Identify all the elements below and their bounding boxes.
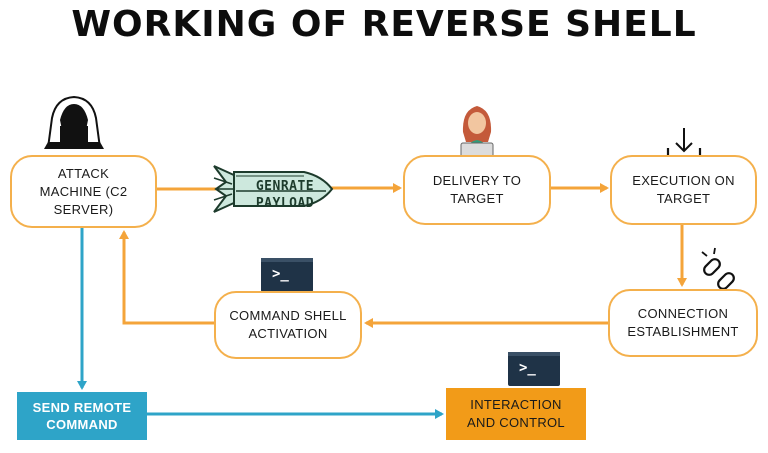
rocket-icon xyxy=(213,165,334,213)
node-label-line: EXECUTION ON xyxy=(632,173,735,188)
node-command-shell-activation: COMMAND SHELL ACTIVATION xyxy=(214,291,362,359)
node-label-line: CONNECTION xyxy=(637,306,729,321)
download-icon xyxy=(666,128,702,160)
node-attack-machine: ATTACK MACHINE (C2 SERVER) xyxy=(10,155,157,228)
payload-label-line: GENRATE xyxy=(255,179,315,194)
node-label-line: ACTIVATION xyxy=(248,326,328,341)
diagram-title: WORKING OF REVERSE SHELL xyxy=(71,4,697,45)
node-delivery-to-target: DELIVERY TO TARGET xyxy=(403,155,551,225)
node-label-line: ATTACK xyxy=(57,165,110,181)
hacker-icon xyxy=(44,95,104,149)
terminal-prompt: >_ xyxy=(519,360,536,376)
terminal-icon xyxy=(261,258,313,292)
terminal-prompt: >_ xyxy=(272,266,289,282)
node-label-line: COMMAND xyxy=(46,417,118,432)
node-send-remote-command: SEND REMOTE COMMAND xyxy=(17,392,147,440)
node-label-line: SERVER) xyxy=(53,201,114,217)
terminal-icon xyxy=(508,352,560,386)
node-label-line: TARGET xyxy=(450,191,504,206)
payload-label: GENRATE PAYLOAD xyxy=(240,178,330,212)
node-label-line: COMMAND SHELL xyxy=(229,308,347,323)
payload-label-line: PAYLOAD xyxy=(255,196,315,211)
node-label-line: ESTABLISHMENT xyxy=(627,324,739,339)
node-connection-establishment: CONNECTION ESTABLISHMENT xyxy=(608,289,758,357)
node-label-line: TARGET xyxy=(656,191,711,206)
broken-link-icon xyxy=(701,247,736,299)
node-label-line: SEND REMOTE xyxy=(32,400,132,415)
arrow-command-to-attack xyxy=(119,230,214,325)
node-label-line: DELIVERY TO xyxy=(432,173,522,188)
node-interaction-and-control: INTERACTION AND CONTROL xyxy=(446,388,586,440)
node-execution-on-target: EXECUTION ON TARGET xyxy=(610,155,757,225)
node-label-line: AND CONTROL xyxy=(467,415,565,430)
node-label-line: MACHINE (C2 xyxy=(39,183,128,199)
node-label-line: INTERACTION xyxy=(470,397,562,412)
